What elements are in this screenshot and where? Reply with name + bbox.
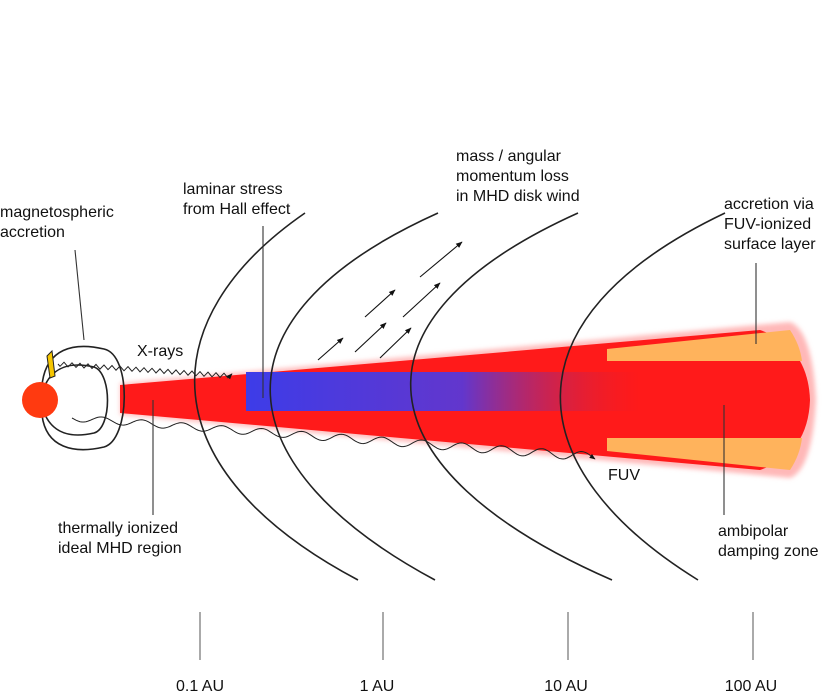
arrow-icon	[419, 241, 463, 278]
wind-label-line: in MHD disk wind	[456, 188, 580, 205]
axis-label-10au: 10 AU	[544, 678, 588, 695]
laminar-label-line: laminar stress	[183, 181, 283, 198]
fuv-layer-label-line: accretion via	[724, 196, 814, 213]
arrow-icon	[379, 327, 412, 359]
field-line-1	[193, 212, 359, 581]
wind-arrows	[317, 241, 463, 361]
fuv-layer-bottom	[607, 438, 802, 470]
fuv-layer-label: accretion via FUV-ionized surface layer	[724, 196, 818, 253]
fuv-layer-top	[607, 330, 802, 361]
thermal-label: thermally ionized ideal MHD region	[58, 520, 183, 557]
ambipolar-label-line: ambipolar	[718, 523, 789, 540]
star-system	[22, 345, 126, 451]
wind-label-line: mass / angular	[456, 148, 562, 165]
field-line-2	[269, 212, 439, 581]
disk	[120, 322, 816, 478]
magnetospheric-label-line: accretion	[0, 224, 65, 241]
ambipolar-label-line: damping zone	[718, 543, 819, 560]
magnetospheric-label-line: magnetospheric	[0, 204, 114, 221]
magnetosphere-loop-outer	[41, 345, 126, 451]
fuv-label: FUV	[608, 467, 640, 484]
field-lines	[193, 212, 726, 581]
wind-label-line: momentum loss	[456, 168, 569, 185]
magnetosphere-loop-inner	[42, 364, 109, 436]
hall-stress-zone	[246, 372, 646, 411]
magnetospheric-label: magnetospheric accretion	[0, 204, 118, 241]
laminar-label: laminar stress from Hall effect	[183, 181, 291, 218]
thermal-label-line: ideal MHD region	[58, 540, 182, 557]
xrays-label: X-rays	[137, 343, 183, 360]
axis-label-0-1au: 0.1 AU	[176, 678, 224, 695]
star-icon	[22, 382, 58, 418]
labels: magnetospheric accretion laminar stress …	[0, 148, 819, 560]
fuv-layer-label-line: surface layer	[724, 236, 816, 253]
leader-lines	[74, 226, 757, 515]
axis-label-100au: 100 AU	[725, 678, 777, 695]
fuv-layer-label-line: FUV-ionized	[724, 216, 811, 233]
axis: 0.1 AU 1 AU 10 AU 100 AU	[176, 612, 777, 695]
arrow-icon	[402, 282, 441, 318]
accretion-funnel	[46, 349, 56, 379]
laminar-label-line: from Hall effect	[183, 201, 291, 218]
axis-label-1au: 1 AU	[360, 678, 395, 695]
wind-label: mass / angular momentum loss in MHD disk…	[456, 148, 580, 205]
xray-wavy-line	[57, 361, 233, 380]
field-line-3	[409, 212, 613, 581]
arrow-icon	[317, 337, 344, 361]
arrow-icon	[354, 322, 387, 353]
radiation	[57, 361, 596, 460]
fuv-wavy-line	[71, 416, 596, 460]
magnetospheric-leader	[74, 249, 85, 341]
ambipolar-label: ambipolar damping zone	[718, 523, 819, 560]
arrow-icon	[364, 289, 396, 318]
field-line-4	[559, 212, 726, 581]
thermal-label-line: thermally ionized	[58, 520, 178, 537]
